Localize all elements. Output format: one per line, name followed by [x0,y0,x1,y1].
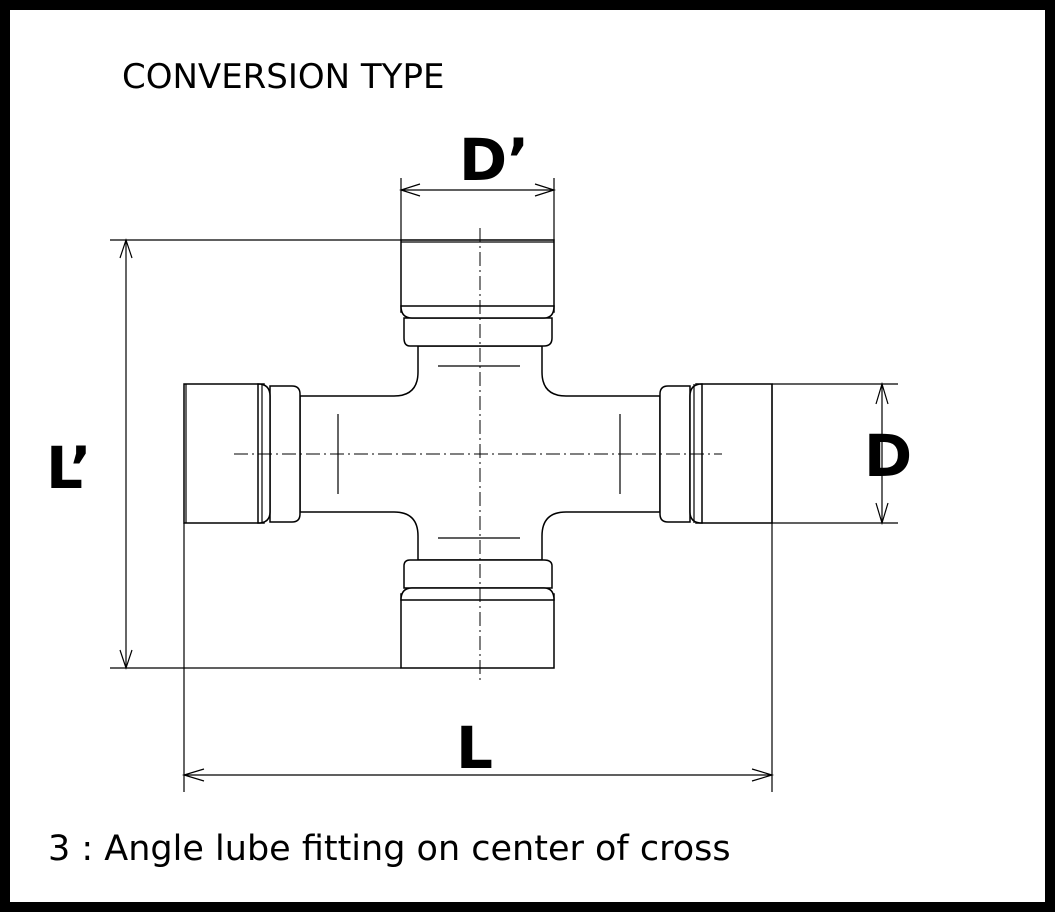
bottom-bearing-cap [400,559,555,669]
l-dimension [181,523,775,792]
l-label: L [456,714,493,782]
note-text: 3 : Angle lube fitting on center of cros… [48,829,731,869]
d-prime-dimension [399,178,556,240]
l-prime-label: L’ [46,434,92,502]
d-dimension [772,381,898,526]
d-prime-label: D’ [459,126,529,194]
l-prime-dimension [110,238,401,670]
d-label: D [864,422,912,490]
diagram-title: CONVERSION TYPE [122,57,444,97]
top-bearing-cap [400,239,555,347]
